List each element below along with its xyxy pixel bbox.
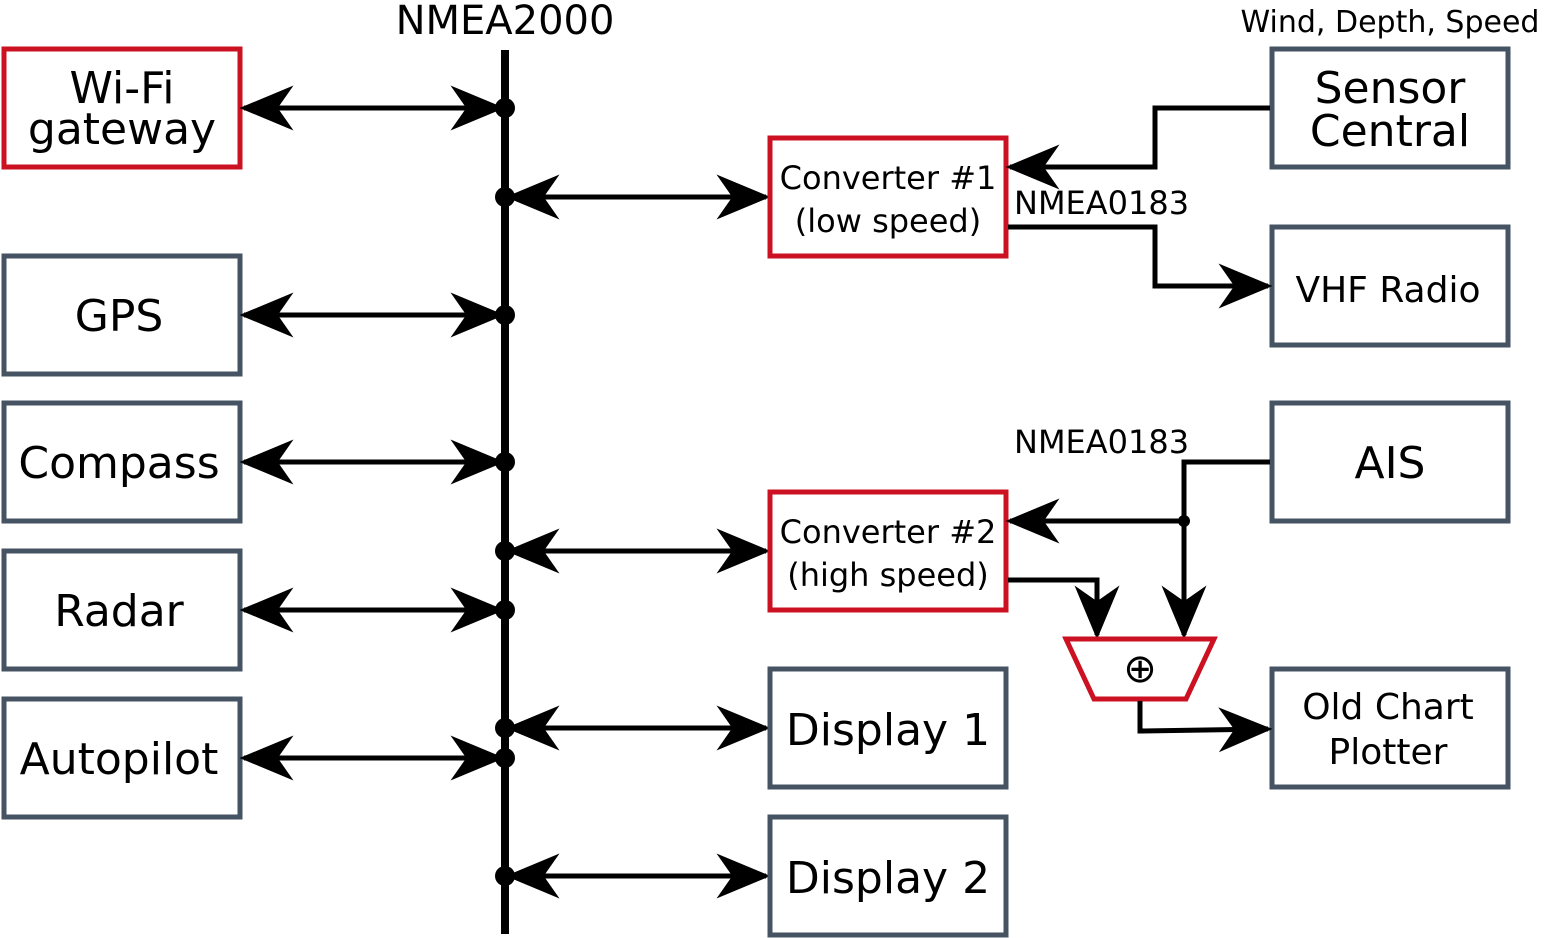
ais-label: AIS — [1354, 438, 1425, 489]
wire-merger-to-plotter — [1137, 701, 1273, 753]
bus-junctions — [495, 98, 515, 886]
junction-dot — [495, 452, 515, 472]
vhf-radio-box: VHF Radio — [1269, 224, 1511, 348]
junction-dot — [495, 187, 515, 207]
radar-label: Radar — [54, 586, 184, 637]
gps-box: GPS — [1, 253, 243, 377]
junction-dot — [495, 866, 515, 886]
autopilot-box: Autopilot — [1, 696, 243, 820]
wifi-gateway-box: Wi-Fi gateway — [1, 46, 243, 170]
vhf-label: VHF Radio — [1295, 270, 1480, 311]
converter2-label-line2: (high speed) — [787, 556, 989, 594]
nmea0183-label-top: NMEA0183 — [1014, 184, 1189, 222]
converter2-box: Converter #2 (high speed) — [767, 489, 1009, 613]
merger-block: ⊕ — [1062, 636, 1218, 702]
sensor-caption: Wind, Depth, Speed — [1241, 5, 1540, 40]
wifi-label-line2: gateway — [28, 104, 216, 155]
compass-label: Compass — [18, 438, 219, 489]
old-chart-plotter-box: Old Chart Plotter — [1269, 666, 1511, 790]
gps-label: GPS — [75, 291, 164, 342]
sensor-label-line2: Central — [1310, 106, 1470, 157]
wire-ais-trunk — [1181, 459, 1270, 521]
wire-sensor-to-converter1 — [1005, 105, 1270, 190]
merger-symbol: ⊕ — [1123, 646, 1157, 692]
display2-box: Display 2 — [767, 814, 1009, 938]
compass-box: Compass — [1, 400, 243, 524]
plotter-label-line2: Plotter — [1329, 732, 1448, 773]
converter1-label-line2: (low speed) — [795, 202, 981, 240]
junction-dot — [495, 748, 515, 768]
sensor-label-line1: Sensor — [1315, 63, 1467, 114]
junction-dot — [495, 718, 515, 738]
converter1-label-line1: Converter #1 — [780, 159, 997, 197]
wire-converter1-to-vhf — [1008, 224, 1273, 309]
plotter-label-line1: Old Chart — [1302, 687, 1474, 728]
ais-box: AIS — [1269, 400, 1511, 524]
converter1-box: Converter #1 (low speed) — [767, 135, 1009, 259]
autopilot-label: Autopilot — [20, 734, 219, 785]
display1-label: Display 1 — [786, 705, 990, 756]
junction-dot — [495, 600, 515, 620]
ais-split-dot — [1178, 515, 1190, 527]
junction-dot — [495, 98, 515, 118]
converter2-label-line1: Converter #2 — [780, 513, 997, 551]
junction-dot — [495, 305, 515, 325]
display2-label: Display 2 — [786, 853, 990, 904]
sensor-central-box: Sensor Central — [1269, 46, 1511, 170]
bus-title: NMEA2000 — [396, 0, 615, 44]
wifi-label-line1: Wi-Fi — [70, 63, 175, 114]
nmea0183-label-bottom: NMEA0183 — [1014, 423, 1189, 461]
display1-box: Display 1 — [767, 666, 1009, 790]
radar-box: Radar — [1, 548, 243, 672]
junction-dot — [495, 541, 515, 561]
wire-converter2-to-merger — [1008, 577, 1120, 640]
